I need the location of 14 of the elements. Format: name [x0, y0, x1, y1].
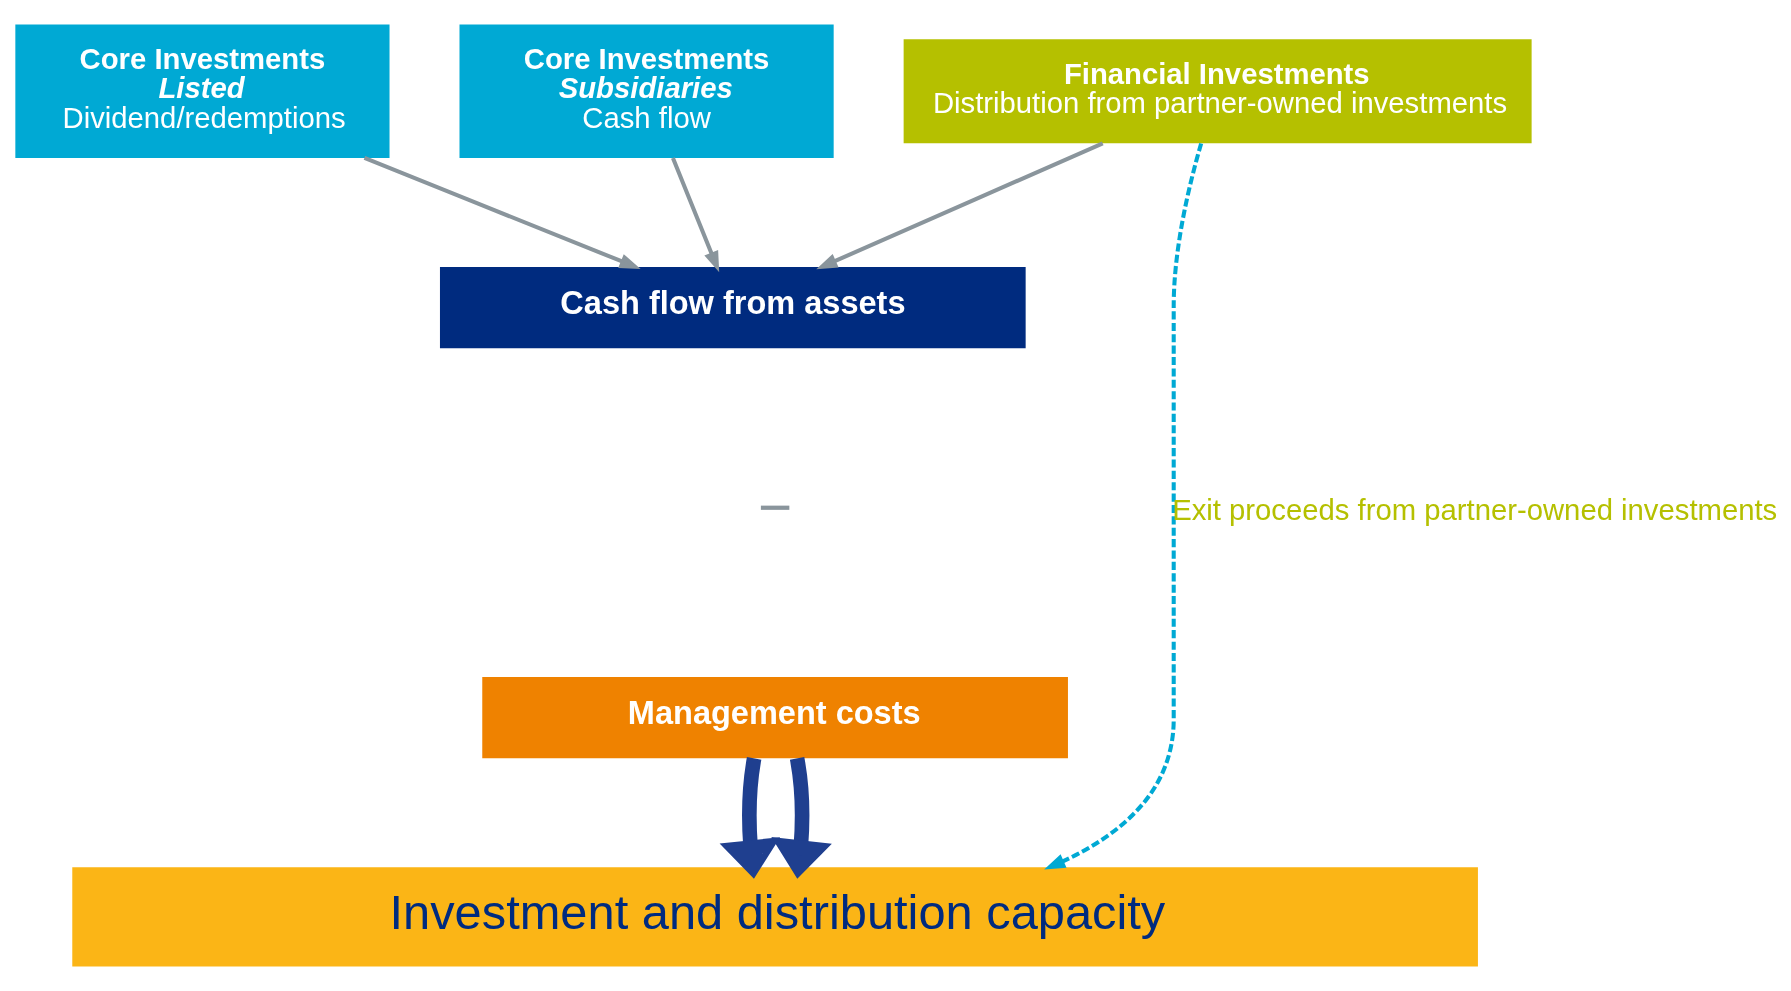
arrow [1044, 142, 1204, 870]
node-box: Investment and distribution capacity [72, 867, 1478, 967]
edge-label: Exit proceeds from partner-owned investments [1172, 492, 1778, 526]
arrow [719, 757, 781, 879]
node-box: Core Investments Subsidiaries Cash flow [459, 24, 834, 158]
arrow [771, 757, 832, 879]
arrow [363, 156, 641, 269]
node-box: Financial Investments Distribution from partner-owned investments [903, 39, 1532, 144]
node-box: Cash flow from assets [439, 266, 1026, 349]
arrow [816, 141, 1104, 270]
node-box: Management costs [482, 676, 1068, 759]
arrow [671, 157, 720, 273]
label: − [758, 473, 793, 539]
node-box: Core Investments Listed Dividend/redemptions [15, 24, 390, 158]
